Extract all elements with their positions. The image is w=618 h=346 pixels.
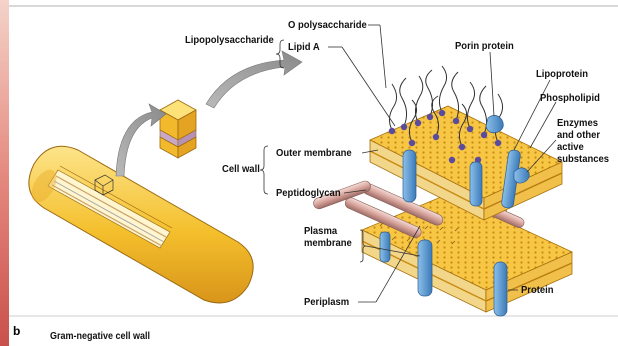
plasma-membrane-protein (418, 240, 432, 296)
zoom-arrow-1 (116, 104, 166, 176)
membrane-block (312, 66, 572, 316)
label-plasma-membrane: Plasma membrane (304, 225, 352, 249)
plasma-membrane-protein-3 (380, 232, 390, 262)
plasma-membrane-protein-2 (494, 262, 507, 316)
porin-protein (486, 115, 503, 132)
label-lipid-a: Lipid A (288, 41, 320, 53)
outer-membrane-protein (403, 150, 416, 202)
label-enzymes: Enzymes and other active substances (557, 117, 609, 165)
panel-letter: b (13, 324, 20, 338)
label-lipopolysaccharide: Lipopolysaccharide (185, 34, 274, 46)
left-border-strip (0, 0, 9, 346)
outer-membrane-protein-2 (470, 162, 482, 206)
figure-caption: Gram-negative cell wall (50, 331, 150, 342)
zoom-arrow-2 (206, 51, 302, 108)
label-protein: Protein (521, 284, 554, 296)
label-phospholipid: Phospholipid (540, 92, 600, 104)
zoom-cube (160, 100, 196, 158)
label-lipoprotein: Lipoprotein (536, 68, 588, 80)
label-cell-wall: Cell wall (222, 163, 260, 175)
label-outer-membrane: Outer membrane (276, 147, 352, 159)
label-peptidoglycan: Peptidoglycan (276, 187, 341, 199)
label-o-polysaccharide: O polysaccharide (288, 19, 367, 31)
label-periplasm: Periplasm (304, 296, 349, 308)
rod-bacterium (26, 146, 253, 303)
label-porin-protein: Porin protein (455, 40, 514, 52)
